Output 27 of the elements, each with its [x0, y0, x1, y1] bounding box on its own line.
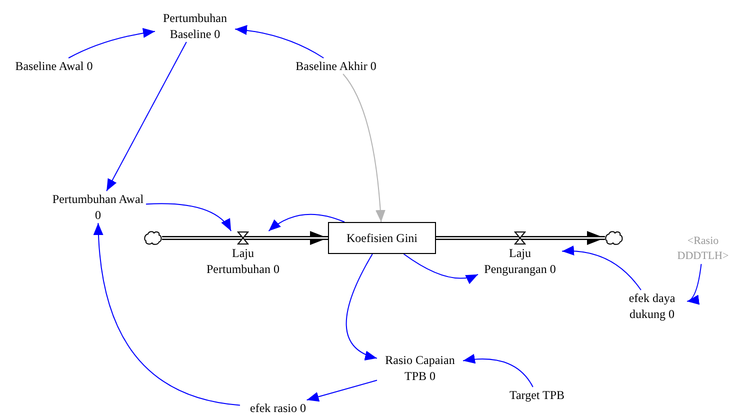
link-arrow	[268, 214, 346, 232]
variable-label: Target TPB	[500, 387, 574, 403]
variable-label: Pertumbuhan Baseline 0	[155, 10, 235, 42]
variable-label: Baseline Akhir 0	[288, 58, 384, 74]
variable-label: Pertumbuhan Awal 0	[50, 191, 146, 223]
link-arrow	[686, 264, 702, 303]
link-arrow	[562, 246, 642, 290]
link-arrow	[68, 28, 156, 58]
link-arrow	[106, 42, 187, 192]
link-arrow	[146, 203, 232, 232]
link-arrow	[462, 354, 534, 388]
flow-label: Laju Pengurangan 0	[483, 245, 557, 277]
link-arrow	[306, 380, 378, 402]
variable-label: efek daya dukung 0	[617, 290, 687, 322]
flow-pipe	[436, 231, 605, 245]
link-arrow	[346, 254, 378, 360]
flow-label: Laju Pertumbuhan 0	[206, 245, 280, 277]
stock-box: Koefisien Gini	[328, 222, 436, 254]
flow-pipe	[162, 231, 328, 245]
variable-label: efek rasio 0	[240, 400, 316, 416]
link-arrow	[234, 25, 324, 58]
link-arrow	[342, 74, 386, 222]
variable-label: Rasio Capaian TPB 0	[377, 352, 463, 384]
shadow-variable-label: <Rasio DDDTLH>	[677, 234, 729, 264]
link-arrow	[403, 254, 478, 284]
link-arrow	[94, 222, 240, 406]
variable-label: Baseline Awal 0	[8, 58, 100, 74]
